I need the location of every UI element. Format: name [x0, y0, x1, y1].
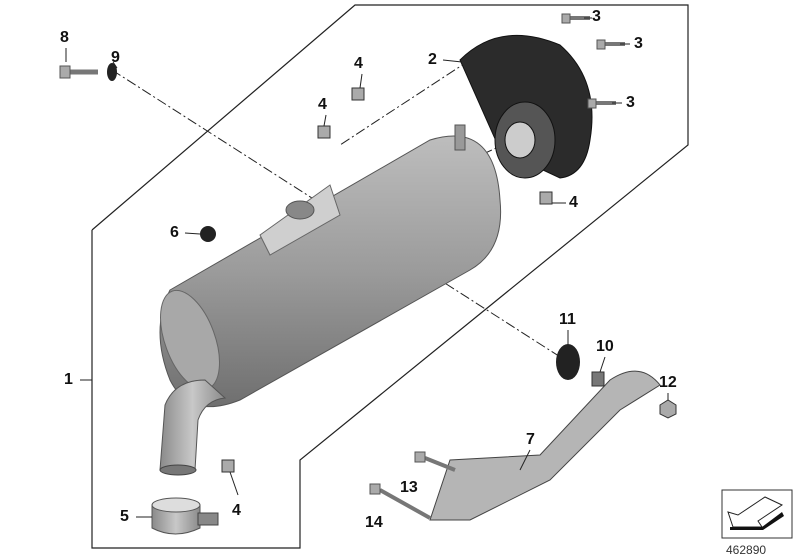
bracket [429, 370, 661, 521]
bolt [59, 65, 98, 79]
callout-8: 8 [60, 29, 69, 46]
bolt [414, 451, 456, 472]
bolt [587, 98, 616, 109]
callout-3: 3 [634, 35, 643, 52]
orientation-arrow-icon [721, 489, 793, 539]
muffler [159, 124, 502, 408]
clip [539, 191, 553, 205]
callout-2: 2 [428, 51, 437, 68]
callout-13: 13 [400, 479, 418, 496]
rubber-mount [556, 344, 580, 380]
callout-6: 6 [170, 224, 179, 241]
callout-14: 14 [365, 514, 383, 531]
callout-7: 7 [526, 431, 535, 448]
clip [221, 459, 235, 473]
washer [107, 63, 117, 81]
end-cap [459, 34, 593, 179]
callout-4: 4 [232, 502, 241, 519]
bolt [369, 483, 431, 520]
callout-4: 4 [569, 194, 578, 211]
leader-lines [65, 17, 669, 518]
clip [351, 87, 365, 101]
callout-9: 9 [111, 49, 120, 66]
grommet [200, 226, 216, 242]
diagram-reference-number: 462890 [726, 543, 767, 557]
callout-10: 10 [596, 338, 614, 355]
centerline [339, 59, 471, 146]
callout-1: 1 [64, 371, 73, 388]
nut [659, 399, 677, 419]
inlet-pipe [159, 379, 227, 471]
callout-12: 12 [659, 374, 677, 391]
callout-11: 11 [559, 311, 576, 328]
callout-3: 3 [626, 94, 635, 111]
callout-4: 4 [354, 55, 363, 72]
clamp [151, 497, 219, 535]
callout-5: 5 [120, 508, 129, 525]
assembly-boundary [91, 4, 689, 549]
callout-3: 3 [592, 8, 601, 25]
callout-4: 4 [318, 96, 327, 113]
clip [317, 125, 331, 139]
spacer-sleeve [591, 371, 605, 387]
